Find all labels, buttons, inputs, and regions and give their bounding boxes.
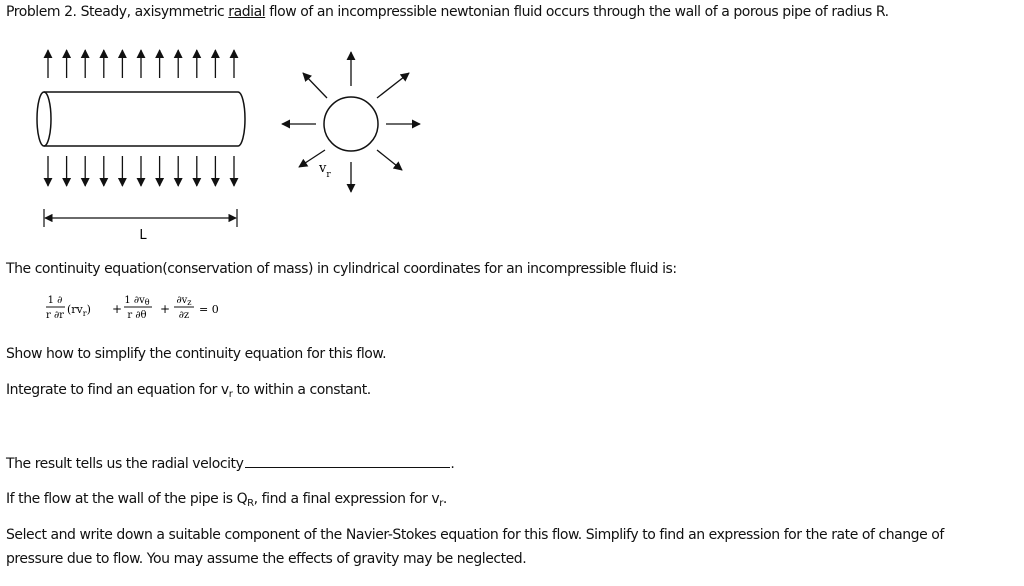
equals-zero: = 0 — [199, 303, 219, 316]
navier-stokes-task-line2: pressure due to flow. You may assume the… — [6, 551, 527, 567]
problem-intro-after: flow of an incompressible newtonian flui… — [269, 4, 889, 20]
cross-section — [281, 51, 421, 193]
radial-word: radial — [228, 4, 266, 20]
wall-flow-task: If the flow at the wall of the pipe is Q… — [6, 491, 447, 509]
plus-sign-1: + — [112, 302, 122, 316]
term3-denominator: ∂z — [179, 310, 189, 321]
term1-body: (rvr) — [67, 303, 91, 318]
plus-sign-2: + — [160, 302, 170, 316]
length-dimension — [43, 209, 238, 227]
length-label: L — [139, 228, 147, 243]
problem-statement: Problem 2. Steady, axisymmetric radial f… — [6, 4, 889, 20]
term1-numerator: 1 ∂ — [48, 295, 63, 306]
continuity-statement: The continuity equation(conservation of … — [6, 261, 677, 277]
simplify-task: Show how to simplify the continuity equa… — [6, 346, 387, 362]
answer-blank[interactable] — [245, 455, 451, 468]
problem-label: Problem 2. — [6, 4, 77, 20]
outflow-arrows-top — [43, 49, 239, 78]
term1-denominator: r ∂r — [46, 310, 64, 321]
velocity-label: vr — [318, 161, 331, 180]
outflow-arrows-bottom — [43, 156, 239, 187]
navier-stokes-task-line1: Select and write down a suitable compone… — [6, 527, 944, 543]
problem-intro-before: Steady, axisymmetric — [80, 4, 225, 20]
term2-numerator: 1 ∂vθ — [124, 295, 149, 307]
integrate-task: Integrate to find an equation for vr to … — [6, 382, 371, 400]
term3-numerator: ∂vz — [176, 295, 191, 307]
term2-denominator: r ∂θ — [127, 310, 146, 321]
pipe-body — [36, 91, 246, 147]
result-task: The result tells us the radial velocity. — [6, 455, 455, 472]
